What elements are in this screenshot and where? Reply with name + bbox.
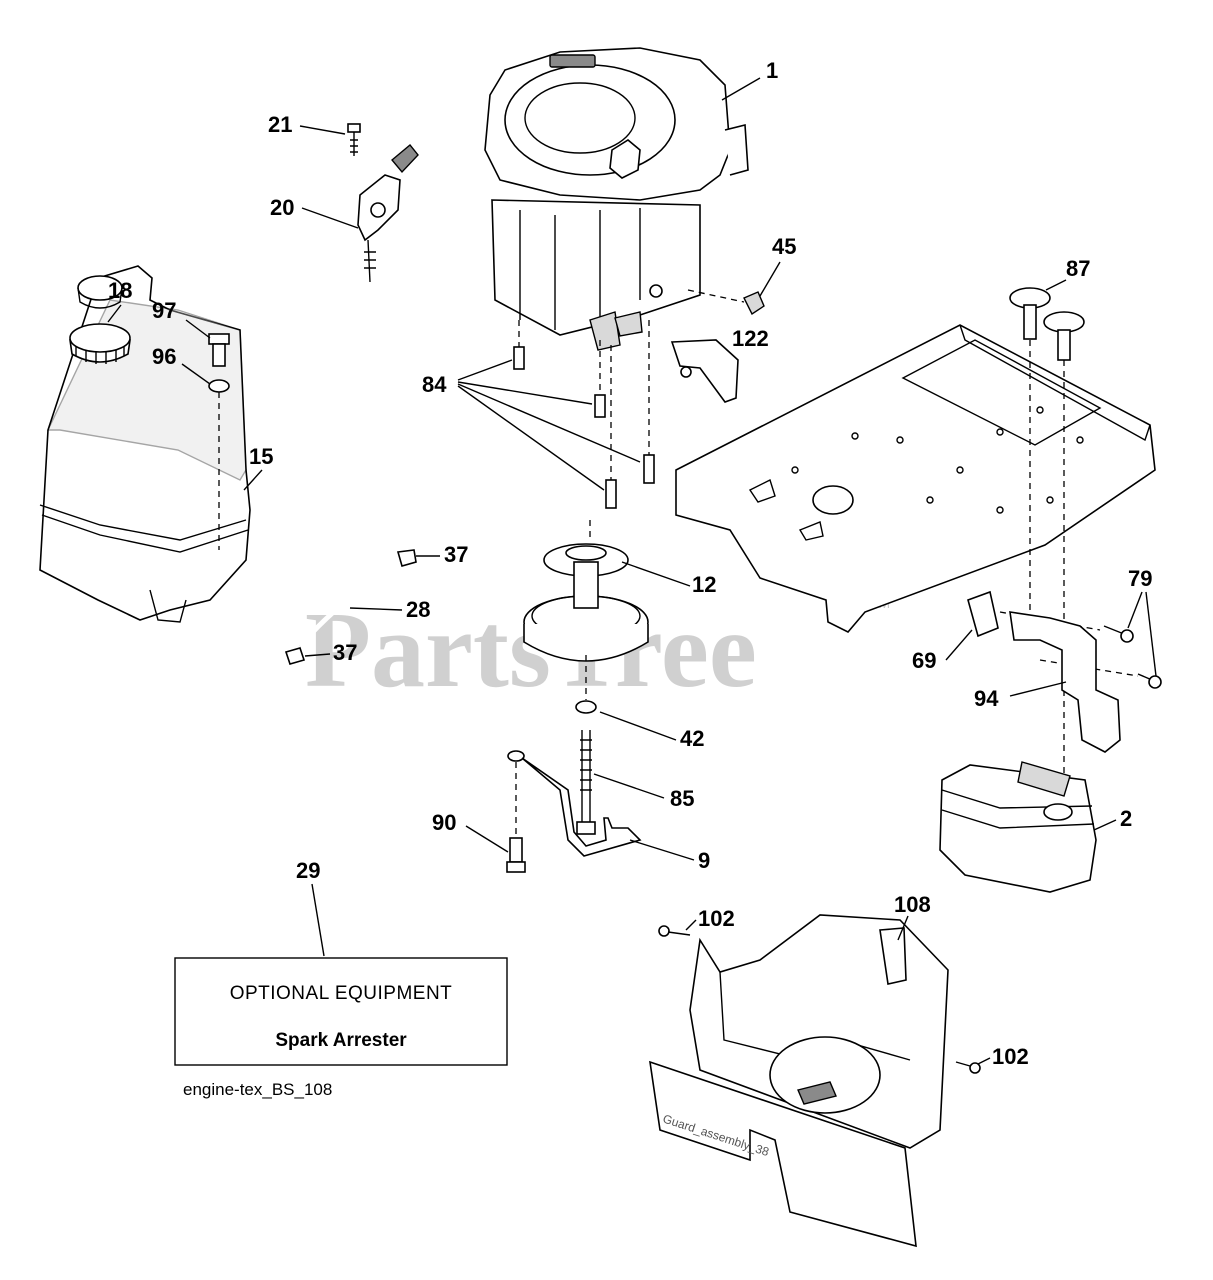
callout-90: 90 bbox=[432, 810, 456, 835]
callout-102-left: 102 bbox=[698, 906, 735, 931]
callout-15: 15 bbox=[249, 444, 273, 469]
pulley-bolt-part bbox=[576, 730, 596, 835]
optional-equipment-box bbox=[174, 957, 508, 1066]
tank-bolt-part bbox=[208, 333, 230, 550]
callout-69: 69 bbox=[912, 648, 936, 673]
callout-37-bottom: 37 bbox=[333, 640, 357, 665]
guard-bolt-right-part bbox=[955, 1061, 981, 1074]
callout-42: 42 bbox=[680, 726, 704, 751]
bracket-part bbox=[670, 339, 739, 403]
idler-bracket-part bbox=[507, 750, 642, 857]
pulley-part bbox=[523, 520, 649, 662]
bushing-part bbox=[743, 291, 765, 316]
callout-29: 29 bbox=[296, 858, 320, 883]
bracket-bolt-part bbox=[506, 762, 526, 873]
frame-plate-part bbox=[675, 324, 1156, 633]
callout-79: 79 bbox=[1128, 566, 1152, 591]
muffler-part bbox=[939, 761, 1097, 893]
callout-84: 84 bbox=[422, 372, 447, 397]
engine-part bbox=[484, 47, 749, 351]
callout-1: 1 bbox=[766, 58, 778, 83]
callout-108: 108 bbox=[894, 892, 931, 917]
callout-21: 21 bbox=[268, 112, 292, 137]
callout-37-top: 37 bbox=[444, 542, 468, 567]
fuel-line-part bbox=[284, 549, 417, 665]
guard-bolt-left-part bbox=[658, 925, 691, 937]
callout-28: 28 bbox=[406, 597, 430, 622]
callout-2: 2 bbox=[1120, 806, 1132, 831]
engine-bolts-part bbox=[513, 320, 655, 509]
callout-96: 96 bbox=[152, 344, 176, 369]
fuel-cap-part bbox=[69, 323, 131, 364]
optional-equipment-title: OPTIONAL EQUIPMENT bbox=[230, 983, 453, 1004]
guard-part: Guard_assembly_38 bbox=[649, 914, 949, 1248]
throttle-control-part bbox=[347, 123, 419, 283]
callout-102-right: 102 bbox=[992, 1044, 1029, 1069]
callout-85: 85 bbox=[670, 786, 694, 811]
callout-20: 20 bbox=[270, 195, 294, 220]
callout-87: 87 bbox=[1066, 256, 1090, 281]
callout-45: 45 bbox=[772, 234, 796, 259]
drawing-file-label: engine-tex_BS_108 bbox=[183, 1080, 332, 1099]
callout-12: 12 bbox=[692, 572, 716, 597]
callout-122: 122 bbox=[732, 326, 769, 351]
callout-94: 94 bbox=[974, 686, 999, 711]
frame-knobs-part bbox=[1009, 287, 1085, 800]
fuel-tank-part bbox=[39, 265, 251, 623]
callout-9: 9 bbox=[698, 848, 710, 873]
washer-part bbox=[575, 700, 597, 714]
optional-equipment-item: Spark Arrester bbox=[275, 1030, 407, 1051]
callout-18: 18 bbox=[108, 278, 132, 303]
callout-97: 97 bbox=[152, 298, 176, 323]
gasket-part bbox=[967, 590, 999, 638]
